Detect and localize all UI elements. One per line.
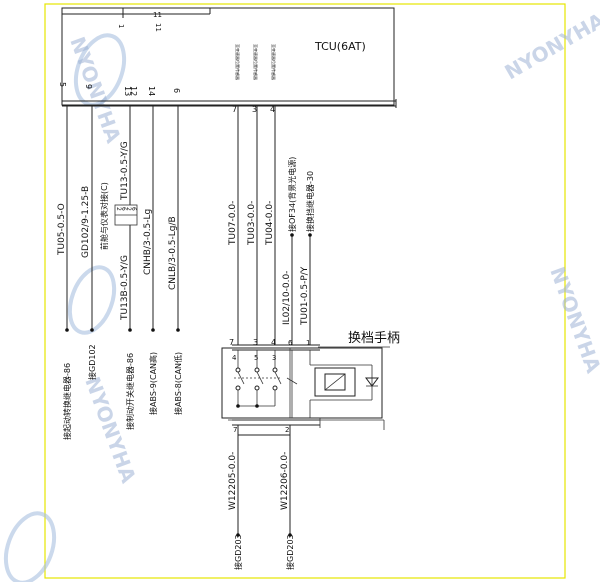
watermark-text: NYONYHA — [501, 8, 600, 85]
shifter-pin: 7 — [233, 426, 237, 434]
tcu-pin: 3 — [253, 338, 258, 347]
ground-wire-code: W12206-0.0- — [280, 452, 290, 510]
splice-pin: 6 — [120, 207, 127, 211]
tcu-pin: 5 — [58, 82, 67, 87]
tcu-pin: 12 — [129, 86, 138, 96]
page-border — [44, 3, 566, 579]
tcu-pin: 1 — [117, 24, 125, 28]
wire-dest: 接ABS-9(CAN高) — [148, 352, 158, 415]
tcu-title: TCU(6AT) — [314, 40, 366, 53]
wire-code: TU04-0.0- — [265, 201, 275, 246]
tcu-pin: 11 — [153, 11, 162, 19]
wire-code: CNLB/3-0.5-Lg/B — [168, 216, 178, 290]
tcu-pin: 11 — [154, 23, 162, 32]
tcu-pin: 14 — [147, 86, 156, 96]
tcu-pin: 9 — [84, 84, 93, 89]
watermark-logo — [67, 265, 117, 335]
tcu-pin-note: 至变速器位置传感器 — [253, 44, 259, 80]
tcu-pin: 6 — [172, 88, 181, 93]
wire-dest: 接OF34(背景光电源) — [287, 157, 297, 232]
watermark-logo — [3, 511, 57, 582]
watermark-logo — [73, 33, 127, 107]
wire-code: TU05-0.5-O — [57, 203, 67, 256]
tcu-pin: 13 — [123, 86, 132, 96]
wire-code: TU03-0.0- — [247, 201, 257, 246]
ground-wire-dest: 接GD203 — [285, 534, 295, 570]
tcu-box — [61, 7, 395, 106]
tcu-pin: 3 — [252, 105, 257, 114]
tcu-pin: 4 — [270, 105, 275, 114]
tcu-pin: 4 — [271, 338, 276, 347]
wire-code: TU13B-0.5-Y/G — [120, 255, 130, 321]
wire-code: CNHB/3-0.5-Lg — [143, 209, 153, 275]
ground-wire-dest: 接GD203 — [233, 534, 243, 570]
shifter-pin: 1 — [306, 339, 310, 347]
shifter-pin: 3 — [272, 354, 276, 362]
splice-note: 前舱与仪表对接(C) — [99, 182, 109, 250]
wire-code: TU01-0.5-P/Y — [300, 266, 310, 326]
watermark-text: NYONYHA — [545, 264, 600, 377]
shifter-pin: 6 — [288, 339, 293, 347]
splice-code: TU13-0.5-Y/G — [120, 141, 130, 201]
wire-dest: 接ABS-8(CAN低) — [173, 352, 183, 415]
watermark-text: NYONYHA — [65, 34, 126, 147]
ground-wire-code: W12205-0.0- — [228, 452, 238, 510]
shifter-label: 换档手柄 — [348, 331, 400, 346]
tcu-pin-note: 至变速器位置传感器 — [235, 44, 241, 80]
wire-code: IL02/10-0.0- — [282, 271, 292, 325]
wire-dest: 接换挡继电器-30 — [305, 171, 315, 232]
tcu-pin-note: 至变速器位置传感器 — [271, 44, 277, 80]
shifter-pin: 4 — [232, 354, 237, 362]
wire-dest: 接GD102 — [87, 344, 97, 380]
shifter-pin: 5 — [254, 354, 258, 362]
tcu-pin: 7 — [229, 338, 234, 347]
shifter-box — [221, 347, 383, 419]
splice-pin: 6 — [130, 207, 137, 211]
wire-code: GD102/9-1.25-B — [81, 186, 91, 258]
relay-coil — [309, 350, 379, 418]
splice-pin: 2 — [125, 207, 132, 211]
wire-dest: 接制动开关继电器-86 — [125, 353, 135, 430]
wire-dest: 接起动转换继电器-86 — [62, 363, 72, 440]
splice-pin: 2 — [115, 207, 122, 211]
shifter-switches — [234, 350, 298, 418]
wire-code: TU07-0.0- — [228, 201, 238, 246]
tcu-pin: 7 — [232, 105, 237, 114]
shifter-pin: 2 — [285, 426, 289, 434]
